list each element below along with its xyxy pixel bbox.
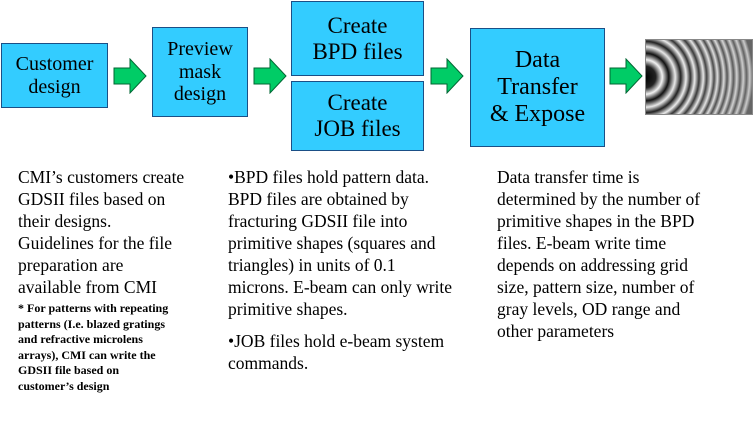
bpd-job-description: •BPD files hold pattern data. BPD files … [228, 166, 488, 374]
preview-mask-design-box: Preview mask design [152, 27, 248, 117]
diffraction-pattern-image [645, 39, 753, 115]
right-arrow-icon [609, 58, 643, 94]
customer-description-text: CMI’s customers create GDSII files based… [18, 167, 185, 297]
customer-description-note: * For patterns with repeating patterns (… [18, 301, 169, 393]
create-job-files-label: Create JOB files [314, 90, 401, 141]
customer-design-label: Customer design [15, 53, 94, 98]
create-bpd-files-box: Create BPD files [291, 1, 424, 76]
data-transfer-expose-label: Data Transfer & Expose [489, 47, 586, 127]
create-job-files-box: Create JOB files [291, 81, 424, 151]
bpd-description-text: •BPD files hold pattern data. BPD files … [228, 167, 453, 319]
customer-description: CMI’s customers create GDSII files based… [18, 166, 218, 394]
transfer-description: Data transfer time is determined by the … [497, 166, 752, 342]
data-transfer-expose-box: Data Transfer & Expose [470, 28, 605, 147]
customer-design-box: Customer design [1, 43, 108, 108]
right-arrow-icon [253, 58, 287, 94]
transfer-description-text: Data transfer time is determined by the … [497, 167, 701, 341]
job-description-text: •JOB files hold e-beam system commands. [228, 331, 445, 373]
right-arrow-icon [113, 58, 147, 94]
create-bpd-files-label: Create BPD files [312, 12, 403, 64]
right-arrow-icon [430, 58, 464, 94]
preview-mask-design-label: Preview mask design [167, 38, 233, 106]
